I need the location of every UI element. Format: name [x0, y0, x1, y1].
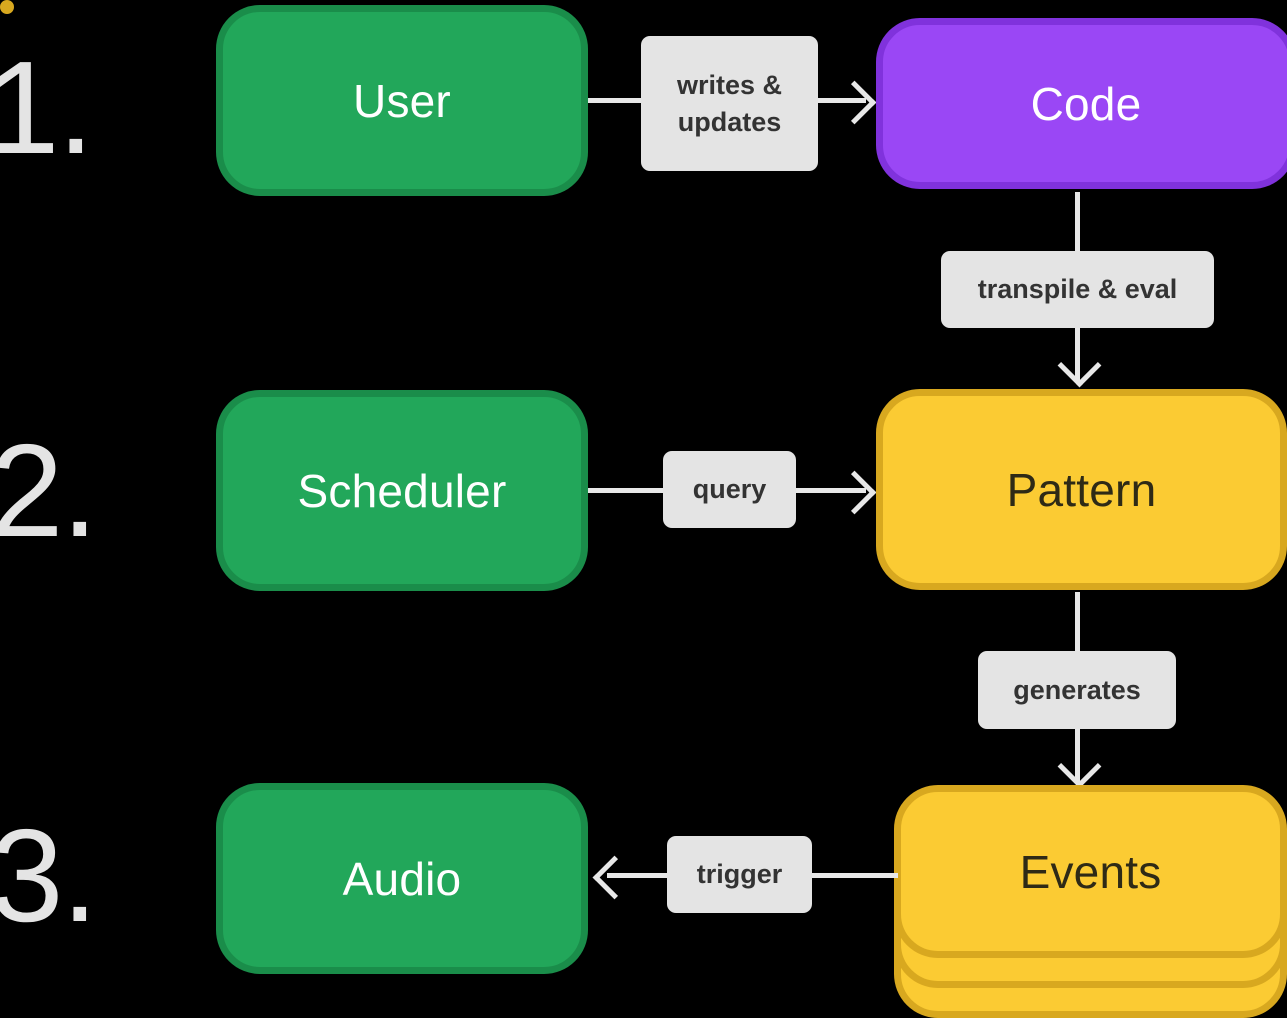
node-scheduler[interactable]: Scheduler [216, 390, 588, 591]
edge-events-audio-line-right [812, 873, 898, 878]
step-number-3: 3. [0, 802, 98, 949]
edge-code-pattern-line-top [1075, 192, 1080, 251]
node-code-label: Code [1030, 77, 1142, 130]
edge-events-audio-arrowhead [592, 855, 637, 900]
node-pattern-label: Pattern [1006, 463, 1157, 516]
node-events-label: Events [1019, 845, 1162, 898]
node-events-stack-layer-2 [0, 0, 14, 14]
node-scheduler-label: Scheduler [297, 464, 507, 517]
edge-scheduler-pattern-line-left [588, 488, 663, 493]
step-number-1: 1. [0, 34, 94, 181]
edge-label-query: query [663, 451, 796, 528]
node-audio[interactable]: Audio [216, 783, 588, 974]
edge-scheduler-pattern-arrowhead [832, 470, 877, 515]
edge-label-generates: generates [978, 651, 1176, 729]
edge-code-pattern-line-bottom [1075, 328, 1080, 381]
edge-label-generates-text: generates [1013, 674, 1141, 705]
edge-pattern-events-arrowhead [1057, 744, 1102, 789]
edge-code-pattern-arrowhead [1057, 343, 1102, 388]
node-user-label: User [353, 74, 451, 127]
node-pattern[interactable]: Pattern [876, 389, 1287, 590]
edge-label-query-text: query [692, 474, 767, 505]
edge-user-code-line-right [818, 98, 866, 103]
edge-user-code-arrowhead [832, 80, 877, 125]
edge-label-writes-updates-line1: writes & [676, 70, 783, 101]
edge-pattern-events-line-bottom [1075, 729, 1080, 782]
node-code[interactable]: Code [876, 18, 1287, 189]
edge-label-trigger: trigger [667, 836, 812, 913]
edge-label-transpile-eval: transpile & eval [941, 251, 1214, 328]
edge-user-code-line-left [588, 98, 643, 103]
edge-scheduler-pattern-line-right [796, 488, 866, 493]
edge-pattern-events-line-top [1075, 592, 1080, 651]
node-audio-label: Audio [342, 852, 462, 905]
step-number-2: 2. [0, 417, 98, 564]
node-events[interactable]: Events [894, 785, 1287, 958]
node-user[interactable]: User [216, 5, 588, 196]
edge-label-writes-updates: writes & updates [641, 36, 818, 171]
edge-events-audio-line-left [607, 873, 669, 878]
edge-label-writes-updates-line2: updates [677, 106, 782, 137]
edge-label-trigger-text: trigger [696, 859, 783, 890]
edge-label-transpile-eval-text: transpile & eval [977, 274, 1178, 305]
